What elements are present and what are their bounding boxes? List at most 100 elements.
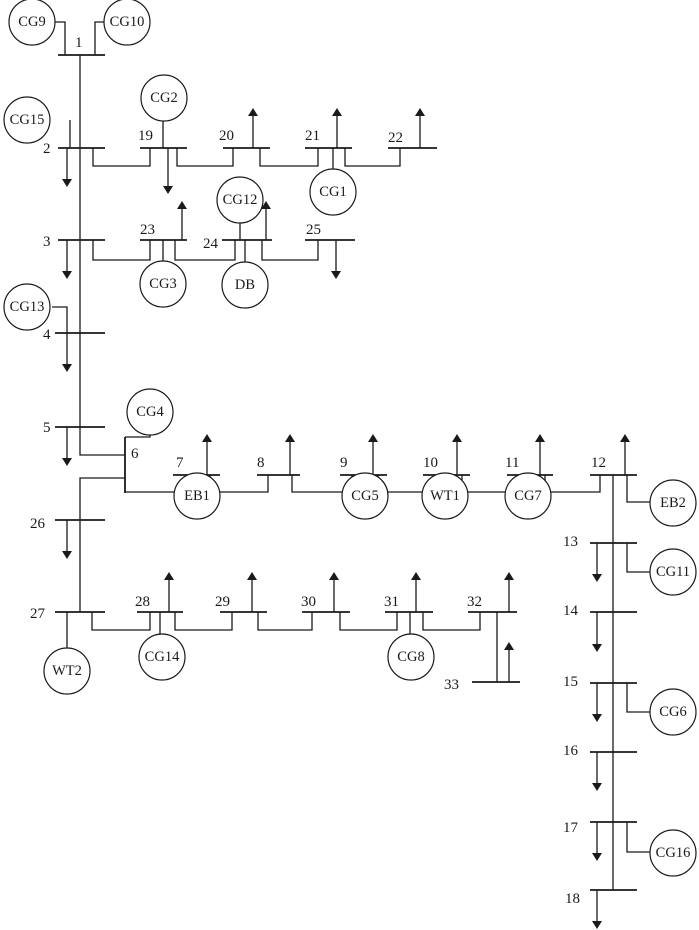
unit-cg12: CG12: [216, 176, 264, 224]
unit-label-wt1: WT1: [430, 488, 460, 504]
unit-label-cg5: CG5: [351, 488, 378, 504]
conn-cg6: [626, 683, 652, 713]
unit-cg11: CG11: [649, 548, 697, 596]
bus-label-31: 31: [384, 594, 399, 610]
unit-label-cg1: CG1: [319, 184, 346, 200]
bus-label-4: 4: [43, 327, 51, 343]
units: CG9 CG10 CG15 CG2 CG1 CG12 CG3 DB: [3, 0, 697, 877]
bus-label-20: 20: [219, 128, 234, 144]
bus-label-21: 21: [305, 128, 320, 144]
line-21-22: [344, 148, 401, 167]
unit-eb1: EB1: [173, 472, 221, 520]
bus-label-6: 6: [131, 446, 139, 462]
line-5-6: [79, 427, 125, 456]
line-6-26: [79, 477, 125, 520]
bus-label-32: 32: [467, 594, 482, 610]
unit-cg14: CG14: [138, 633, 186, 681]
line-31-32: [422, 612, 481, 631]
line-27-28: [91, 612, 151, 631]
bus-label-7: 7: [176, 455, 184, 471]
bus-label-14: 14: [563, 603, 579, 619]
unit-cg16: CG16: [649, 829, 697, 877]
unit-label-cg6: CG6: [659, 704, 686, 720]
unit-label-wt2: WT2: [52, 663, 82, 679]
line-20-21: [259, 148, 319, 167]
conn-cg16: [626, 822, 652, 853]
unit-cg1: CG1: [309, 168, 357, 216]
unit-wt1: WT1: [421, 472, 469, 520]
unit-label-eb2: EB2: [660, 495, 686, 511]
unit-cg7: CG7: [504, 472, 552, 520]
bus-label-9: 9: [340, 455, 348, 471]
unit-label-cg15: CG15: [10, 112, 45, 128]
unit-label-cg16: CG16: [656, 845, 691, 861]
unit-label-cg8: CG8: [397, 649, 424, 665]
bus-label-11: 11: [505, 455, 519, 471]
unit-cg8: CG8: [387, 633, 435, 681]
bus-label-2: 2: [43, 141, 51, 157]
conn-cg10: [94, 21, 104, 55]
line-2-19: [92, 148, 151, 167]
unit-wt2: WT2: [43, 647, 91, 695]
bus-number-labels: 1 2 3 4 5 6 7 8 9 10 11 12 13 14 15 16 1…: [30, 35, 606, 907]
unit-label-cg9: CG9: [18, 14, 45, 30]
bus-label-15: 15: [563, 674, 578, 690]
bus-label-3: 3: [43, 234, 51, 250]
line-11-12: [544, 475, 601, 493]
unit-label-cg3: CG3: [149, 276, 176, 292]
bus-label-12: 12: [591, 455, 606, 471]
unit-label-cg7: CG7: [514, 488, 541, 504]
unit-cg5: CG5: [341, 472, 389, 520]
unit-cg6: CG6: [649, 688, 697, 736]
conn-cg11: [626, 543, 652, 573]
bus-label-5: 5: [43, 420, 51, 436]
unit-label-cg11: CG11: [656, 564, 690, 580]
line-24-25: [261, 240, 319, 261]
bus-label-33: 33: [444, 677, 459, 693]
line-28-29: [174, 612, 233, 631]
unit-db: DB: [221, 261, 269, 309]
bus-label-1: 1: [75, 35, 83, 51]
bus-label-16: 16: [563, 743, 579, 759]
unit-cg15: CG15: [3, 96, 51, 144]
unit-label-db: DB: [235, 277, 255, 293]
bus-label-29: 29: [215, 594, 230, 610]
unit-cg2: CG2: [140, 74, 188, 122]
unit-label-cg13: CG13: [10, 299, 45, 315]
bus-label-26: 26: [30, 516, 46, 532]
line-3-23: [92, 240, 151, 261]
unit-label-cg2: CG2: [150, 90, 177, 106]
line-23-24: [174, 240, 236, 261]
unit-cg3: CG3: [139, 260, 187, 308]
conn-cg13: [52, 306, 68, 333]
unit-eb2: EB2: [649, 479, 697, 527]
conn-cg9: [55, 21, 66, 55]
unit-label-eb1: EB1: [184, 488, 210, 504]
line-19-20: [176, 148, 234, 167]
bus-label-8: 8: [257, 455, 265, 471]
unit-label-cg14: CG14: [145, 649, 180, 665]
unit-connections: [52, 21, 652, 853]
bus-label-28: 28: [135, 594, 150, 610]
line-30-31: [339, 612, 398, 631]
unit-label-cg10: CG10: [110, 14, 145, 30]
bus-label-17: 17: [563, 820, 579, 836]
unit-cg13: CG13: [3, 283, 51, 331]
bus-label-10: 10: [423, 455, 438, 471]
unit-label-cg12: CG12: [223, 192, 258, 208]
conn-eb2: [626, 475, 652, 503]
bus-label-27: 27: [30, 606, 46, 622]
unit-label-cg4: CG4: [136, 404, 164, 420]
bus-label-23: 23: [140, 222, 155, 238]
bus-label-19: 19: [138, 128, 153, 144]
loads: [62, 108, 630, 929]
unit-cg10: CG10: [103, 0, 151, 46]
bus-label-22: 22: [388, 130, 403, 146]
line-29-30: [257, 612, 313, 631]
unit-cg4: CG4: [126, 388, 174, 436]
unit-cg9: CG9: [8, 0, 56, 46]
bus-label-25: 25: [306, 222, 321, 238]
bus-label-30: 30: [301, 594, 316, 610]
bus-label-24: 24: [203, 236, 219, 252]
